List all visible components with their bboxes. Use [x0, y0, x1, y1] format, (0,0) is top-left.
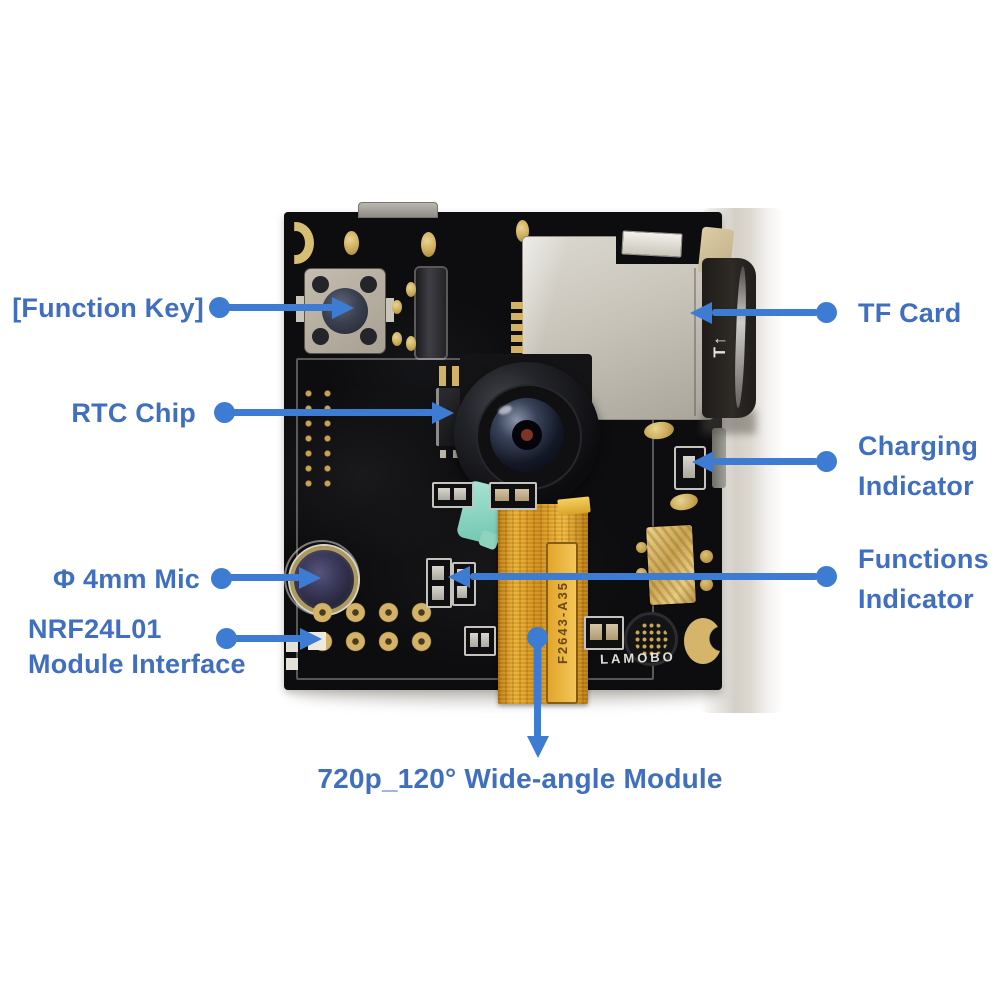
resistor-chip	[438, 488, 450, 500]
resistor-chip	[495, 489, 509, 501]
resistor-chip	[515, 489, 529, 501]
label-charging-line2: Indicator	[858, 471, 974, 501]
led-chip	[457, 586, 467, 598]
rtc-arrow	[224, 409, 434, 416]
label-nrf-line2: Module Interface	[28, 649, 246, 679]
module-arrow-dot	[527, 627, 548, 648]
solder-pad	[344, 231, 359, 255]
charging-arrow	[714, 458, 818, 465]
tf-card-marking-text: T↑	[710, 334, 729, 358]
tf-card-arrow	[712, 309, 818, 316]
solder-pad	[700, 550, 713, 563]
function-key-arrow	[219, 304, 334, 311]
functions-arrowhead-icon	[448, 566, 470, 588]
tf-card-component: T↑	[702, 258, 756, 418]
label-tf-card: TF Card	[858, 298, 962, 328]
label-rtc-chip: RTC Chip	[71, 398, 196, 428]
header-pin-holes	[296, 384, 336, 488]
led-chip	[432, 566, 444, 580]
rtc-arrowhead-icon	[432, 402, 454, 424]
crystal-pin	[406, 336, 416, 351]
solder-pad	[700, 578, 713, 591]
solder-pad	[636, 542, 647, 553]
solder-pad	[392, 332, 402, 346]
resistor-chip	[590, 624, 602, 640]
resistor-chip	[470, 633, 478, 647]
charging-arrow-dot	[816, 451, 837, 472]
crystal-pin	[406, 282, 416, 297]
led-chip	[432, 586, 444, 600]
button-corner-pin	[312, 328, 329, 345]
mounting-half-pad-top-left	[294, 222, 314, 264]
flex-cable-pad	[557, 496, 591, 516]
mic-arrow	[221, 574, 301, 581]
module-arrowhead-icon	[527, 736, 549, 758]
solder-pad	[668, 491, 700, 513]
button-corner-pin	[312, 276, 329, 293]
nrf-arrowhead-icon	[300, 628, 322, 650]
camera-lens-iris	[521, 429, 533, 441]
function-key-arrowhead-icon	[332, 297, 354, 319]
passive-component	[584, 616, 624, 650]
button-corner-pin	[360, 276, 377, 293]
pcb-board: F2643-A35	[284, 202, 722, 704]
label-charging-line1: Charging	[858, 431, 979, 461]
label-mic: Φ 4mm Mic	[52, 564, 200, 594]
mounting-half-pad-bottom-right	[684, 618, 722, 664]
nrf-module-interface-pad	[286, 658, 298, 670]
through-hole-pads	[306, 598, 438, 658]
flex-cable-code: F2643-A35	[554, 581, 570, 665]
resistor-chip	[454, 488, 466, 500]
label-functions-indicator: Functions Indicator	[858, 539, 989, 619]
label-wide-angle-module: 720p_120° Wide-angle Module	[317, 763, 723, 794]
label-function-key: [Function Key]	[12, 293, 204, 323]
label-nrf-line1: NRF24L01	[28, 614, 162, 644]
resistor-chip	[481, 633, 489, 647]
charging-arrowhead-icon	[692, 451, 714, 473]
label-functions-line2: Indicator	[858, 584, 974, 614]
micro-usb-port	[358, 202, 438, 218]
solder-pad	[421, 232, 436, 257]
label-charging-indicator: Charging Indicator	[858, 426, 978, 506]
passive-component	[489, 482, 537, 510]
resistor-chip	[606, 624, 618, 640]
module-arrow	[534, 640, 541, 738]
functions-arrow	[470, 573, 818, 580]
mic-arrowhead-icon	[299, 567, 321, 589]
passive-component	[432, 482, 474, 508]
solder-pad	[392, 300, 402, 314]
tf-card-arrow-dot	[816, 302, 837, 323]
tf-card-slot-seam	[694, 268, 696, 416]
tf-card-slot-pins	[511, 302, 523, 370]
label-functions-line1: Functions	[858, 544, 989, 574]
button-corner-pin	[360, 328, 377, 345]
inductor-component	[645, 524, 697, 606]
tf-card-arrowhead-icon	[690, 302, 712, 324]
speaker-grille	[624, 612, 678, 666]
tf-card-slot-tab	[621, 230, 683, 258]
crystal-oscillator	[416, 268, 446, 358]
flex-cable-label-strip: F2643-A35	[546, 542, 578, 704]
nrf-arrow	[226, 635, 302, 642]
button-solder-tab	[386, 298, 394, 322]
speaker-grille-holes	[634, 622, 668, 656]
functions-arrow-dot	[816, 566, 837, 587]
passive-component	[464, 626, 496, 656]
label-nrf-module-interface: NRF24L01 Module Interface	[28, 612, 308, 682]
function-key-button-component	[304, 268, 386, 354]
tf-card-stripe	[733, 265, 748, 409]
